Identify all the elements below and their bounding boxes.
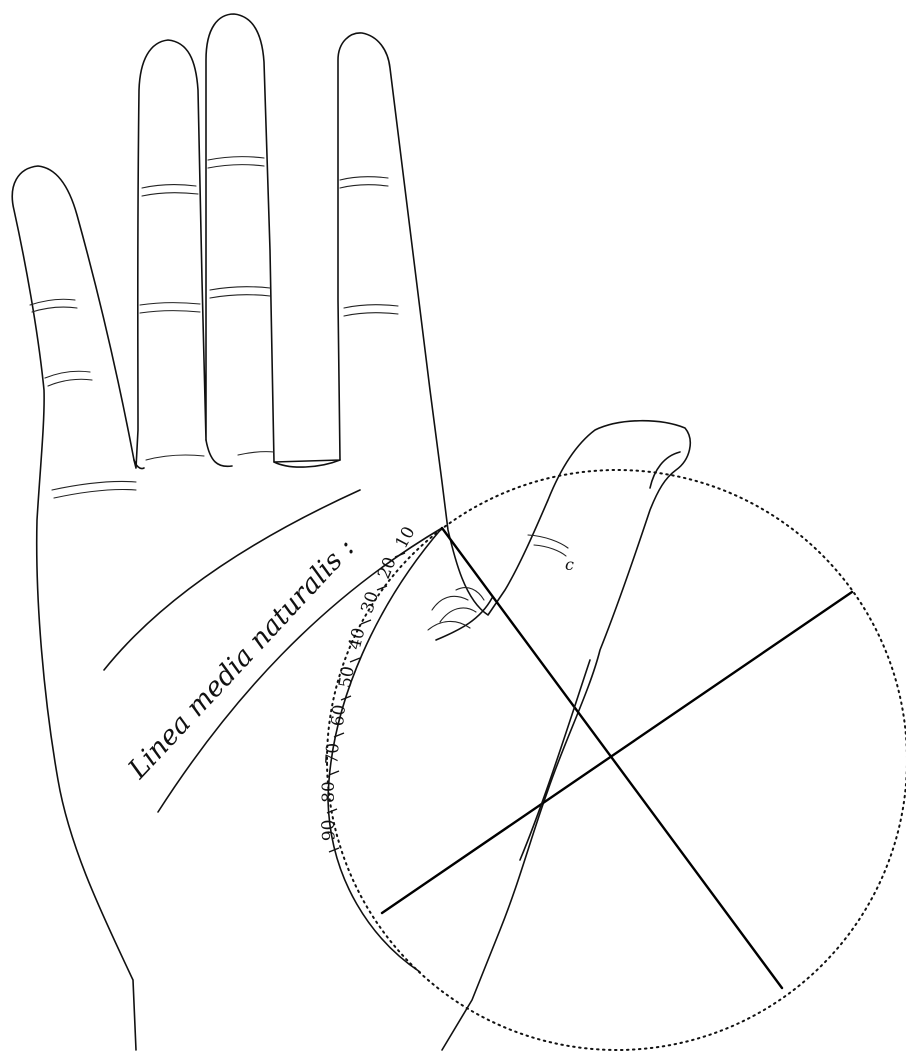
knuckle-creases xyxy=(30,157,398,498)
measured-arc xyxy=(328,528,442,972)
thumb-inner-contour xyxy=(520,660,590,860)
dotted-circle xyxy=(327,470,906,1050)
thumb-base-line xyxy=(436,598,492,640)
scale-number: 60 xyxy=(328,704,350,728)
diameter-line-2 xyxy=(382,592,852,913)
scale-tick xyxy=(395,553,405,557)
diameter-line-1 xyxy=(442,528,782,988)
scale-number: 70 xyxy=(322,742,343,765)
scale-number: 90 xyxy=(318,819,339,842)
scale-number: 10 xyxy=(392,523,420,551)
scale-number: 20 xyxy=(374,554,401,582)
scale-number: 80 xyxy=(319,781,339,803)
finger-gap-2 xyxy=(206,440,232,466)
scale-number: 50 xyxy=(335,665,358,690)
thumb-joint-crease xyxy=(528,535,568,556)
thumb-mark: c xyxy=(565,555,574,574)
linea-media-naturalis xyxy=(158,528,442,812)
thumb-web-lines xyxy=(428,588,484,630)
